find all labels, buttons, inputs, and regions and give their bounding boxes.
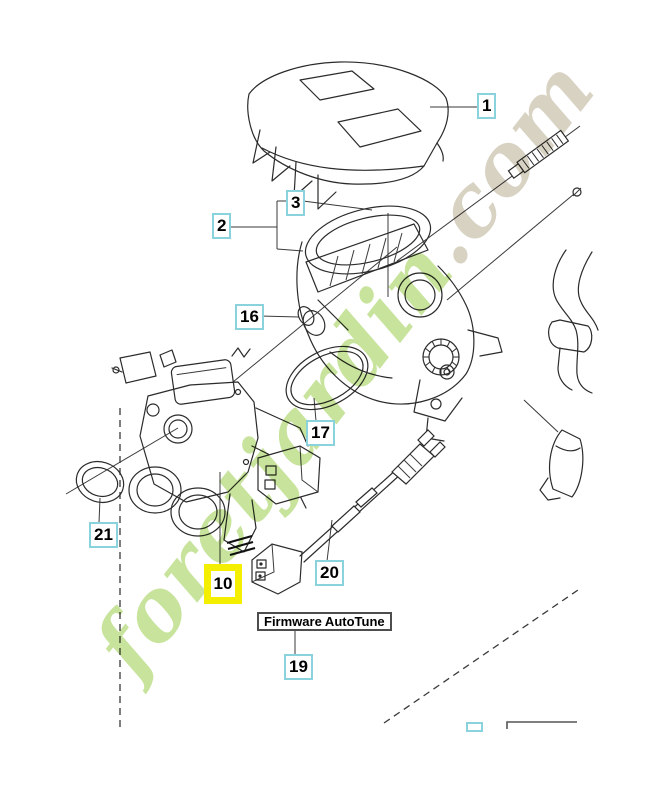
dashed-alignment-lines (119, 408, 579, 727)
callout-3[interactable]: 3 (286, 190, 306, 216)
air-filter-housing (296, 205, 503, 405)
callout-10-highlight[interactable]: 10 (204, 564, 242, 604)
screw-and-rod (396, 125, 582, 262)
callout-2[interactable]: 2 (212, 213, 232, 239)
wiring-harness-part-20 (251, 429, 446, 595)
callout-19[interactable]: 19 (284, 654, 313, 680)
callout-16[interactable]: 16 (235, 304, 264, 330)
callout-partial-bottom[interactable] (466, 722, 483, 732)
clamp-flange (539, 429, 584, 501)
oring-part-17 (285, 345, 369, 411)
air-filter-cover (247, 61, 449, 210)
callout-21[interactable]: 21 (89, 522, 118, 548)
intake-hose (548, 249, 599, 394)
callout-17[interactable]: 17 (306, 420, 335, 446)
leader-lines (98, 106, 559, 655)
callout-20[interactable]: 20 (315, 560, 344, 586)
callout-1[interactable]: 1 (477, 93, 497, 119)
starter-pulley (413, 338, 463, 442)
grommet-part-16 (297, 306, 326, 336)
partial-table-corner (506, 721, 577, 729)
carburetor-assembly (111, 347, 321, 557)
callout-10[interactable]: 10 (211, 571, 235, 597)
seal-ring-part-21 (75, 460, 125, 504)
firmware-autotune-box[interactable]: Firmware AutoTune (257, 612, 392, 631)
assembly-axis-lines (65, 193, 575, 495)
